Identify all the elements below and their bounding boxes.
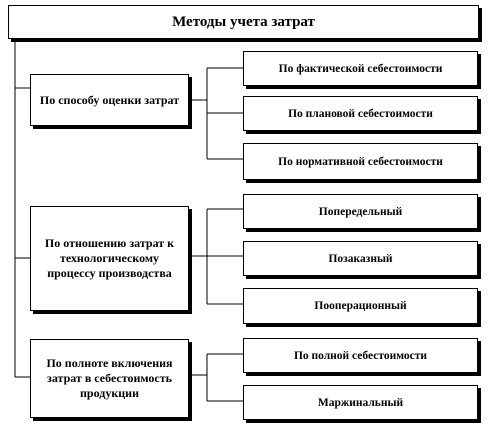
category-label: По отношению затрат к технологическому п… [44, 236, 175, 280]
item-box-job-order-costing: Позаказный [243, 241, 478, 276]
item-box-marginal: Маржинальный [243, 385, 478, 420]
item-label: Маржинальный [317, 396, 404, 409]
diagram-title: Методы учета затрат [8, 5, 479, 39]
category-label: По полноте включения затрат в себестоимо… [46, 356, 173, 400]
diagram-title-text: Методы учета затрат [172, 13, 315, 30]
category-box-cost-inclusion: По полноте включения затрат в себестоимо… [30, 339, 189, 418]
category-box-valuation: По способу оценки затрат [30, 74, 189, 126]
item-box-planned-cost: По плановой себестоимости [243, 96, 478, 131]
item-label: Позаказный [328, 252, 393, 265]
item-label: Пооперационный [314, 300, 407, 312]
category-label: По способу оценки затрат [39, 92, 180, 107]
item-label: Попередельный [318, 205, 403, 218]
item-label: По фактической себестоимости [278, 62, 443, 75]
category-box-technological-process: По отношению затрат к технологическому п… [30, 206, 189, 311]
item-label: По плановой себестоимости [288, 107, 433, 120]
item-box-actual-cost: По фактической себестоимости [243, 51, 478, 86]
item-box-full-cost: По полной себестоимости [243, 338, 478, 373]
item-label: По полной себестоимости [293, 349, 428, 362]
item-box-operation-costing: Пооперационный [243, 288, 478, 324]
item-label: По нормативной себестоимости [278, 155, 443, 168]
item-box-normative-cost: По нормативной себестоимости [243, 143, 478, 180]
item-box-process-costing: Попередельный [243, 194, 478, 229]
